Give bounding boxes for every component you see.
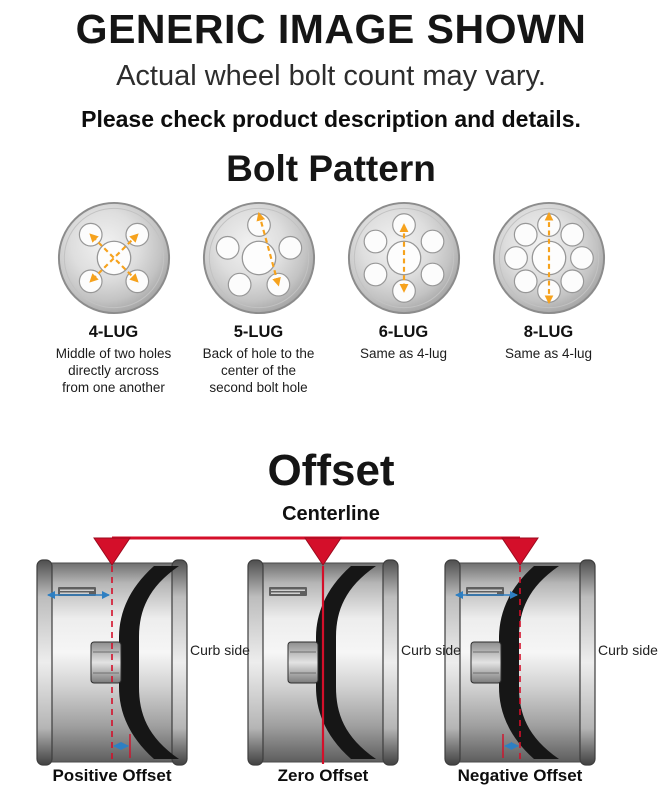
subtitle: Actual wheel bolt count may vary. — [116, 60, 546, 92]
offset-type-label: Zero Offset — [277, 766, 369, 785]
bolt-pattern-row: 4-LUG Middle of two holes directly arcro… — [0, 199, 662, 396]
offset-type-label: Positive Offset — [52, 766, 172, 785]
8lug-wheel-icon — [492, 201, 605, 315]
offset-title: Offset — [267, 446, 395, 495]
curb-side-label: Curb side — [401, 642, 461, 658]
bolt-pattern-title: Bolt Pattern — [226, 148, 436, 189]
bolt-pattern-4lug: 4-LUG Middle of two holes directly arcro… — [54, 199, 173, 396]
lug-label: 8-LUG — [523, 323, 574, 341]
curb-side-label: Curb side — [598, 642, 658, 658]
lug-label: 4-LUG — [88, 323, 139, 341]
offset-diagram: Centerline C — [0, 500, 662, 800]
bolt-pattern-5lug: 5-LUG Back of hole to the center of the … — [199, 199, 318, 396]
lug-description: Middle of two holes directly arcross fro… — [55, 346, 172, 395]
bolt-pattern-6lug: 6-LUG Same as 4-lug — [344, 199, 463, 396]
main-title: GENERIC IMAGE SHOWN — [75, 6, 587, 52]
lug-description: Same as 4-lug — [359, 346, 448, 361]
6lug-wheel-icon — [347, 201, 460, 315]
bolt-pattern-8lug: 8-LUG Same as 4-lug — [489, 199, 608, 396]
disclaimer-note: Please check product description and det… — [81, 106, 581, 132]
lug-label: 5-LUG — [233, 323, 284, 341]
offset-cross-section-graphic — [36, 536, 596, 766]
lug-description: Back of hole to the center of the second… — [202, 346, 315, 395]
4lug-wheel-icon — [57, 201, 170, 315]
centerline-pointer-icon — [93, 537, 131, 566]
centerline-pointer-icon — [304, 537, 342, 566]
curb-side-label: Curb side — [190, 642, 250, 658]
5lug-wheel-icon — [202, 201, 315, 315]
offset-type-label: Negative Offset — [457, 766, 583, 785]
lug-description: Same as 4-lug — [504, 346, 593, 361]
lug-label: 6-LUG — [378, 323, 429, 341]
centerline-label: Centerline — [282, 503, 380, 525]
centerline-pointer-icon — [501, 537, 539, 566]
